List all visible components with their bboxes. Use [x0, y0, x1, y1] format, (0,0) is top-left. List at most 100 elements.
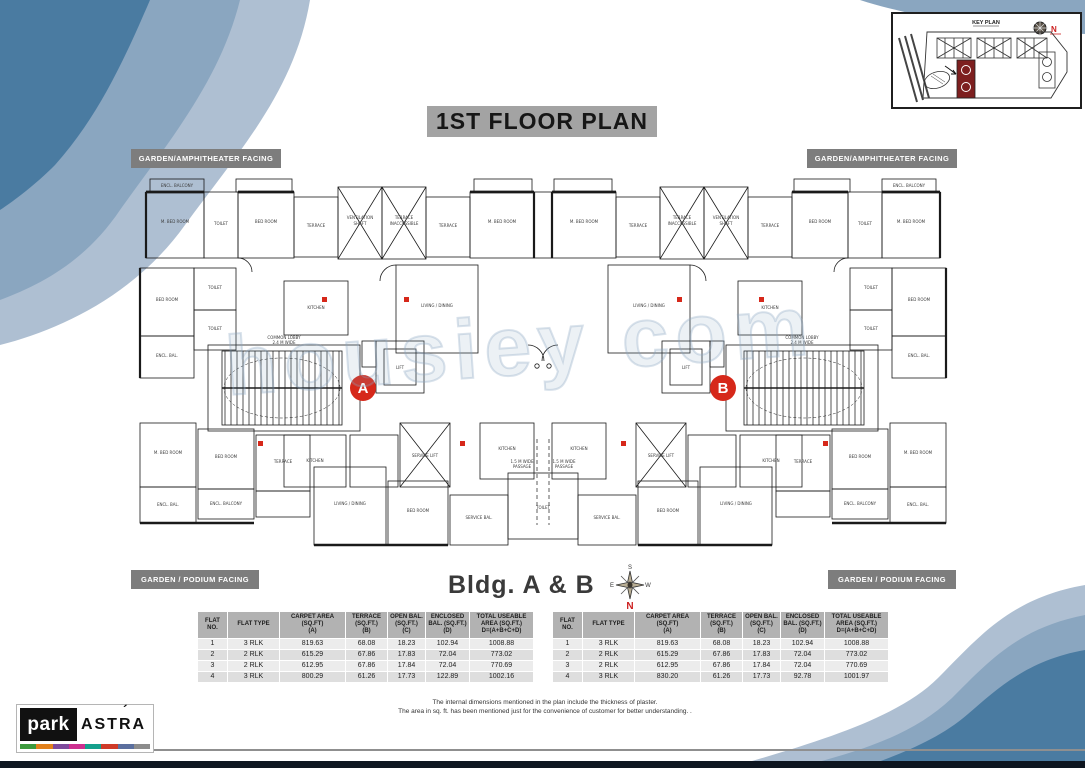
svg-text:2.4 M WIDE: 2.4 M WIDE	[272, 340, 296, 345]
col-total-area: TOTAL USEABLE AREA (SQ.FT.) D=(A+B+C+D)	[824, 611, 889, 639]
svg-text:TOILET: TOILET	[863, 326, 879, 331]
logo-color-stripe	[20, 744, 150, 749]
svg-text:VENTILATION: VENTILATION	[713, 215, 739, 220]
table-header-row: FLAT NO. FLAT TYPE CARPET AREA (SQ.FT) (…	[197, 611, 534, 639]
svg-text:SERVICE LIFT: SERVICE LIFT	[648, 453, 675, 458]
key-plan-title: KEY PLAN	[972, 20, 1000, 26]
svg-text:M. BED ROOM: M. BED ROOM	[897, 219, 926, 224]
note-line-1: The internal dimensions mentioned in the…	[432, 699, 658, 706]
col-enclosed-bal: ENCLOSED BAL. (SQ.FT.) (D)	[425, 611, 470, 639]
svg-text:TOILET: TOILET	[863, 285, 879, 290]
svg-text:ENCL. BALCONY: ENCL. BALCONY	[161, 183, 194, 188]
svg-text:INACCESSIBLE: INACCESSIBLE	[668, 221, 697, 226]
disclaimer-notes: The internal dimensions mentioned in the…	[300, 699, 790, 717]
col-total-area: TOTAL USEABLE AREA (SQ.FT.) D=(A+B+C+D)	[469, 611, 534, 639]
floor-plan-drawing: ENCL. BALCONY ENCL. BALCONY M. BED ROOM M. …	[138, 173, 948, 561]
svg-text:BED ROOM: BED ROOM	[849, 454, 872, 459]
svg-text:TERRACE: TERRACE	[438, 223, 458, 228]
svg-text:ENCL. BALCONY: ENCL. BALCONY	[844, 501, 877, 506]
key-plan-arrow	[944, 65, 957, 75]
page-title: 1ST FLOOR PLAN	[427, 106, 657, 137]
svg-text:INACCESSIBLE: INACCESSIBLE	[390, 221, 419, 226]
svg-text:SHAFT: SHAFT	[720, 221, 734, 226]
building-label-row: Bldg. A & B S E W N	[448, 562, 651, 610]
park-astra-logo: park ASTRA ´	[16, 702, 154, 753]
svg-text:KITCHEN: KITCHEN	[307, 305, 324, 310]
wave-top-left-dark	[0, 0, 150, 210]
flat-table-bldg-b: FLAT NO. FLAT TYPE CARPET AREA (SQ.FT) (…	[552, 611, 889, 683]
compass-north-label: N	[626, 601, 633, 610]
col-terrace: TERRACE (SQ.FT.) (B)	[700, 611, 743, 639]
svg-text:SERVICE LIFT: SERVICE LIFT	[412, 453, 439, 458]
compass-east-label: E	[610, 583, 614, 589]
svg-text:BED ROOM: BED ROOM	[809, 219, 832, 224]
logo-box: park ASTRA ´	[16, 702, 154, 753]
svg-text:TOILET: TOILET	[535, 505, 551, 510]
flat-table-bldg-a: FLAT NO. FLAT TYPE CARPET AREA (SQ.FT) (…	[197, 611, 534, 683]
svg-text:TERRACE: TERRACE	[760, 223, 780, 228]
svg-text:PASSAGE: PASSAGE	[555, 464, 574, 469]
svg-text:M. BED ROOM: M. BED ROOM	[161, 219, 190, 224]
svg-text:SERVICE BAL.: SERVICE BAL.	[465, 515, 492, 520]
svg-text:SHAFT: SHAFT	[354, 221, 368, 226]
svg-text:TERRACE: TERRACE	[628, 223, 648, 228]
svg-text:SERVICE BAL.: SERVICE BAL.	[593, 515, 620, 520]
logo-astra-text: ASTRA	[80, 715, 147, 733]
building-marker-b: B	[710, 375, 736, 401]
svg-text:M. BED ROOM: M. BED ROOM	[904, 450, 933, 455]
svg-text:A: A	[358, 380, 369, 397]
compass-icon: S E W N	[610, 565, 651, 610]
key-plan-road	[898, 33, 930, 103]
svg-text:LIVING / DINING: LIVING / DINING	[421, 303, 453, 308]
svg-text:LIFT: LIFT	[682, 365, 691, 370]
svg-text:KITCHEN: KITCHEN	[570, 446, 587, 451]
col-carpet-area: CARPET AREA (SQ.FT) (A)	[634, 611, 701, 639]
svg-text:LIVING / DINING: LIVING / DINING	[334, 501, 366, 506]
svg-text:KITCHEN: KITCHEN	[761, 305, 778, 310]
svg-text:TERRACE: TERRACE	[273, 459, 293, 464]
svg-text:LIVING / DINING: LIVING / DINING	[720, 501, 752, 506]
svg-text:KITCHEN: KITCHEN	[762, 458, 779, 463]
svg-text:ENCL. BALCONY: ENCL. BALCONY	[893, 183, 926, 188]
col-enclosed-bal: ENCLOSED BAL. (SQ.FT.) (D)	[780, 611, 825, 639]
svg-text:BED ROOM: BED ROOM	[657, 508, 680, 513]
svg-text:BED ROOM: BED ROOM	[407, 508, 430, 513]
svg-text:BED ROOM: BED ROOM	[255, 219, 278, 224]
note-line-2: The area in sq. ft. has been mentioned j…	[398, 707, 692, 715]
svg-text:TOILET: TOILET	[857, 221, 873, 226]
svg-text:PASSAGE: PASSAGE	[513, 464, 532, 469]
key-plan: KEY PLAN N	[891, 12, 1082, 109]
key-plan-amphitheater	[923, 70, 951, 90]
svg-text:M. BED ROOM: M. BED ROOM	[154, 450, 183, 455]
compass-south-label: S	[628, 565, 632, 571]
logo-word-park: park	[20, 708, 77, 741]
svg-text:KITCHEN: KITCHEN	[306, 458, 323, 463]
svg-text:B: B	[718, 380, 729, 397]
svg-text:VENTILATION: VENTILATION	[347, 215, 373, 220]
logo-accent-mark: ´	[123, 702, 130, 718]
svg-text:LIVING / DINING: LIVING / DINING	[633, 303, 665, 308]
svg-text:M. BED ROOM: M. BED ROOM	[488, 219, 517, 224]
table-header-row: FLAT NO. FLAT TYPE CARPET AREA (SQ.FT) (…	[552, 611, 889, 639]
plan-red-squares	[258, 297, 828, 446]
svg-text:1.5 M WIDE: 1.5 M WIDE	[510, 459, 534, 464]
central-core-geometry	[507, 191, 579, 540]
facing-label-top-right: GARDEN/AMPHITHEATER FACING	[807, 149, 957, 168]
svg-text:BED ROOM: BED ROOM	[908, 297, 931, 302]
svg-text:TERRACE: TERRACE	[306, 223, 326, 228]
bottom-edge-bar	[0, 761, 1085, 768]
svg-text:COMMON LOBBY: COMMON LOBBY	[785, 335, 819, 340]
svg-text:1.5 M WIDE: 1.5 M WIDE	[552, 459, 576, 464]
svg-text:TERRACE: TERRACE	[394, 215, 414, 220]
svg-text:LIFT: LIFT	[396, 365, 405, 370]
wing-a-geometry	[138, 177, 536, 547]
facing-label-bottom-right: GARDEN / PODIUM FACING	[828, 570, 956, 589]
col-flat-type: FLAT TYPE	[582, 611, 635, 639]
svg-text:TERRACE: TERRACE	[672, 215, 692, 220]
